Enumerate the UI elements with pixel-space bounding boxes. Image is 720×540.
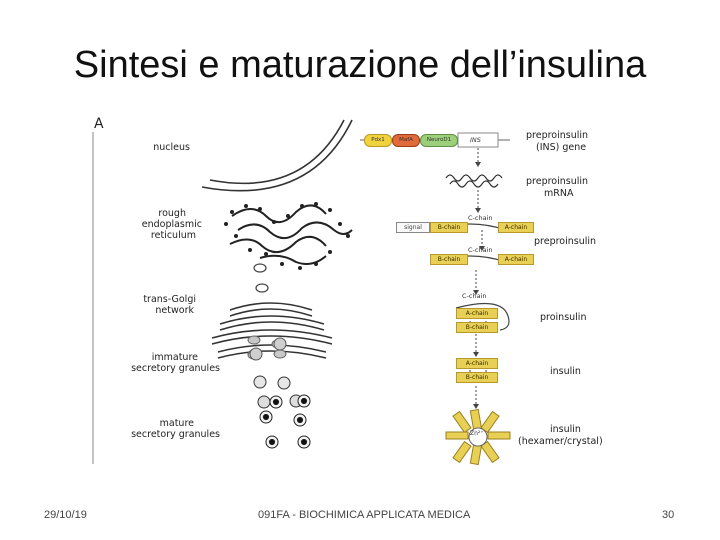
flow-arrows [475, 148, 483, 404]
label-preproinsulin: preproinsulin [534, 236, 597, 247]
transport-vesicle [253, 263, 267, 273]
immature-granules-lower [249, 337, 287, 361]
ins-gene-label: INS [470, 136, 481, 144]
zinc-core [468, 427, 488, 447]
arrow-heads [473, 162, 485, 409]
c-chain-label: C-chain [468, 246, 493, 254]
c-chain-loop [455, 302, 510, 331]
mature-granules [259, 394, 311, 449]
b-chain: B-chain [456, 372, 498, 383]
signal-peptide: signal [396, 222, 430, 233]
b-chain: B-chain [430, 222, 468, 233]
label-mature-1: mature [159, 418, 194, 429]
tf-mafa: MafA [392, 134, 420, 147]
nucleus-membrane-outer [201, 119, 353, 192]
label-mrna-2: mRNA [544, 188, 574, 199]
insulin-hexamer [445, 408, 511, 466]
label-rer-1: rough [158, 208, 186, 219]
label-immature-2: secretory granules [131, 363, 220, 374]
label-insulin: insulin [550, 366, 581, 377]
tf-pdx1: Pdx1 [364, 134, 392, 147]
zinc-label: Zn²⁺ [470, 430, 484, 437]
label-rer-3: reticulum [150, 230, 196, 241]
footer-page-number: 30 [662, 509, 675, 521]
mrna-strand [445, 174, 503, 182]
b-chain: B-chain [456, 322, 498, 333]
golgi-stack [211, 302, 333, 359]
transport-vesicle [255, 283, 269, 293]
mrna-strand [449, 180, 499, 188]
a-chain: A-chain [456, 358, 498, 369]
slide-title: Sintesi e maturazione dell’insulina [73, 44, 647, 86]
b-chain: B-chain [430, 254, 468, 265]
ribosome-dots [224, 202, 350, 270]
cell-diagram [92, 119, 511, 466]
label-proinsulin: proinsulin [540, 312, 587, 323]
granule-transition [253, 375, 303, 409]
rough-er [229, 204, 353, 265]
a-chain: A-chain [456, 308, 498, 319]
label-mature-2: secretory granules [131, 429, 220, 440]
a-chain: A-chain [498, 254, 534, 265]
panel-letter: A [94, 116, 104, 132]
a-chain: A-chain [498, 222, 534, 233]
label-immature-1: immature [151, 352, 198, 363]
c-chain-label: C-chain [462, 292, 487, 300]
nucleus-membrane-inner [209, 119, 345, 185]
label-mrna-1: preproinsulin [526, 176, 589, 187]
footer-date: 29/10/19 [44, 509, 87, 521]
label-nucleus: nucleus [153, 142, 190, 153]
label-golgi-2: network [155, 305, 194, 316]
c-chain-label: C-chain [468, 214, 493, 222]
tf-neurod1: NeuroD1 [420, 134, 458, 147]
insulin-synthesis-figure: A [90, 112, 630, 468]
label-rer-2: endoplasmic [141, 219, 202, 230]
footer-course: 091FA - BIOCHIMICA APPLICATA MEDICA [258, 509, 471, 521]
label-hexamer-1: insulin [550, 424, 581, 435]
label-gene-1: preproinsulin [526, 130, 589, 141]
ins-gene-box [457, 132, 499, 148]
label-hexamer-2: (hexamer/crystal) [518, 436, 603, 447]
label-golgi-1: trans-Golgi [143, 294, 196, 305]
label-gene-2: (INS) gene [536, 142, 587, 153]
